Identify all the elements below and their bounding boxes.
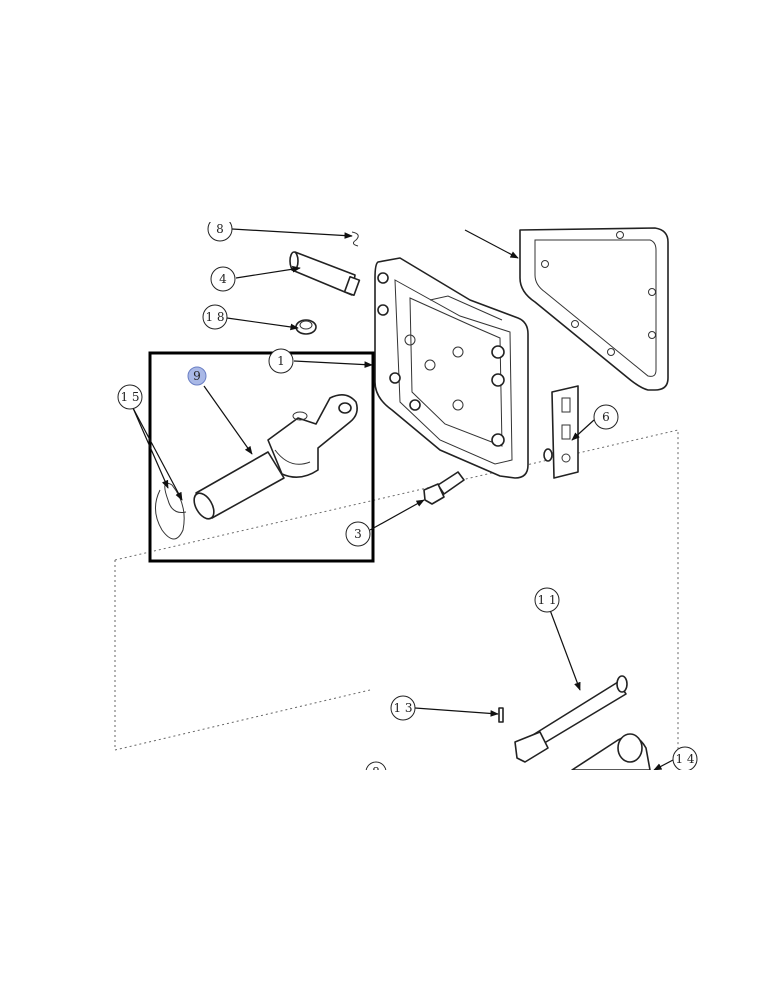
- callout-11: 1 1: [534, 587, 560, 613]
- callout-label: 1 1: [537, 593, 556, 607]
- callout-label: 8: [216, 222, 224, 236]
- small-pin-part-13: [498, 707, 504, 723]
- callout-4: 4: [210, 266, 236, 292]
- callout-9: 9: [187, 366, 207, 386]
- callout-label: 1 3: [393, 701, 412, 715]
- dotted-group-boundary: [114, 429, 679, 760]
- callout-18: 1 8: [202, 304, 228, 330]
- spring-clip-part-15: [155, 482, 187, 540]
- callout-14: 1 4: [672, 746, 698, 772]
- callout-1: 1: [268, 348, 294, 374]
- bolt-part-3: [423, 471, 465, 505]
- callout-15: 1 5: [117, 384, 143, 410]
- callout-label: 3: [354, 527, 362, 541]
- housing-cover: [374, 257, 529, 479]
- highlight-frame: [148, 351, 375, 563]
- clip-top: [351, 231, 359, 247]
- cylinder-part-14: [571, 733, 651, 771]
- callout-label: 1 4: [675, 752, 694, 766]
- crop-mask-bottom: [0, 770, 771, 1000]
- gasket: [519, 227, 669, 391]
- shaft-part-11: [514, 675, 628, 763]
- callout-label: 1 5: [120, 390, 139, 404]
- callout-label: 6: [602, 410, 610, 424]
- pin-part-4: [289, 251, 361, 297]
- callout-label: 1: [277, 354, 285, 368]
- callout-13: 1 3: [390, 695, 416, 721]
- callout-label: 9: [193, 369, 201, 383]
- crop-mask-top: [0, 0, 771, 222]
- callout-label: 4: [219, 272, 227, 286]
- plate-part-6: [543, 385, 579, 479]
- callout-6: 6: [593, 404, 619, 430]
- callout-label: 1 8: [205, 310, 224, 324]
- yoke-pin-part-9: [193, 394, 358, 520]
- ring-part-18: [295, 319, 317, 335]
- callout-3: 3: [345, 521, 371, 547]
- leader-lines: [132, 228, 674, 771]
